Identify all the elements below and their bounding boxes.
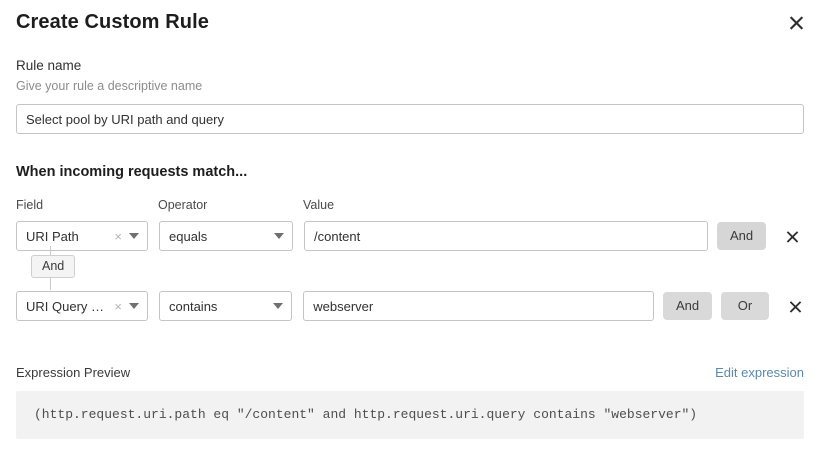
chevron-down-icon — [129, 233, 139, 239]
condition-column-headers: Field Operator Value — [16, 197, 804, 213]
expression-header: Expression Preview Edit expression — [16, 364, 804, 382]
remove-condition-icon-1[interactable] — [783, 227, 801, 245]
logic-connector: And — [16, 246, 804, 290]
and-button-row-2[interactable]: And — [663, 292, 712, 320]
condition-row: URI Path × equals And — [16, 221, 804, 251]
field-select-1[interactable]: URI Path × — [16, 221, 148, 251]
rule-name-label: Rule name — [16, 58, 82, 73]
chevron-down-icon — [274, 233, 284, 239]
or-button-row-2[interactable]: Or — [721, 292, 769, 320]
expression-preview-label: Expression Preview — [16, 365, 131, 380]
column-header-field: Field — [16, 198, 44, 212]
chevron-down-icon — [129, 303, 139, 309]
value-input-2[interactable] — [303, 291, 655, 321]
match-heading: When incoming requests match... — [16, 164, 248, 180]
and-button-row-1[interactable]: And — [717, 222, 767, 250]
clear-field-icon[interactable]: × — [114, 298, 122, 314]
column-header-operator: Operator — [158, 198, 208, 212]
field-select-1-value: URI Path — [26, 228, 79, 244]
dialog-header: Create Custom Rule — [16, 0, 804, 36]
rule-name-input[interactable] — [16, 104, 804, 134]
expression-text: (http.request.uri.path eq "/content" and… — [16, 391, 804, 439]
remove-condition-icon-2[interactable] — [786, 297, 804, 315]
value-input-1[interactable] — [304, 221, 708, 251]
close-icon[interactable] — [786, 12, 806, 32]
chevron-down-icon — [273, 303, 284, 309]
edit-expression-link[interactable]: Edit expression — [715, 365, 804, 380]
condition-row: URI Query St... × contains And Or — [16, 291, 804, 321]
operator-select-1-value: equals — [169, 228, 208, 244]
column-header-value: Value — [303, 198, 335, 212]
field-select-2-value: URI Query St... — [26, 298, 113, 314]
condition-list: URI Path × equals And — [16, 221, 804, 321]
operator-select-2-value: contains — [169, 298, 218, 314]
operator-select-2[interactable]: contains — [159, 291, 293, 321]
expression-preview-section: Expression Preview Edit expression (http… — [16, 364, 804, 439]
operator-select-1[interactable]: equals — [159, 221, 293, 251]
page-title: Create Custom Rule — [16, 11, 209, 33]
match-section: When incoming requests match... Field Op… — [16, 162, 804, 321]
field-select-2[interactable]: URI Query St... × — [16, 291, 148, 321]
clear-field-icon[interactable]: × — [114, 228, 122, 244]
rule-name-section: Rule name Give your rule a descriptive n… — [16, 57, 804, 134]
connector-and-badge[interactable]: And — [31, 255, 76, 278]
rule-name-hint: Give your rule a descriptive name — [16, 79, 203, 93]
